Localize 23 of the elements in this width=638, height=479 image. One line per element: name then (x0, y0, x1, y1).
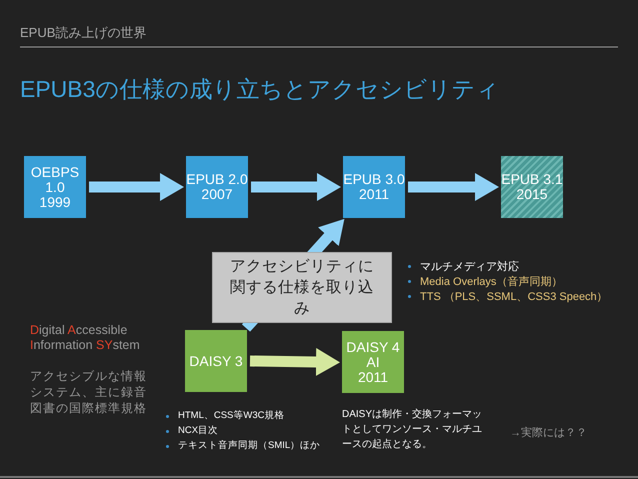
arrow (408, 173, 499, 201)
slide-title: EPUB3の仕様の成り立ちとアクセシビリティ (20, 75, 500, 104)
version-box: EPUB 3.1 2015 (501, 156, 563, 218)
version-box: OEBPS 1.0 1999 (24, 156, 86, 218)
bullet-text: NCX目次 (178, 424, 220, 437)
standard-box: DAISY 4 AI 2011 (342, 331, 404, 393)
header-text: EPUB読み上げの世界 (20, 24, 148, 42)
bullet-text: HTML、CSS等W3C規格 (178, 409, 286, 422)
standard-box: DAISY 3 (185, 330, 247, 392)
arrow (89, 173, 184, 201)
bullet-text: Media Overlays（音声同期） (420, 274, 564, 289)
note-text: →実際には？？ (510, 426, 588, 440)
note-text: DAISYは制作・交換フォーマットとしてワンソース・マルチユースの起点となる。 (342, 408, 484, 452)
arrow (251, 173, 341, 201)
bullet-text: テキスト音声同期（SMIL）ほか (178, 439, 322, 452)
arrow (250, 348, 340, 376)
edge-label: アクセシビリティに関する仕様を取り込み (212, 252, 392, 323)
description-text: アクセシブルな情報システム、主に録音図書の国際標準規格 (30, 368, 148, 416)
version-box: EPUB 3.0 2011 (343, 156, 405, 218)
bullet-text: TTS （PLS、SSML、CSS3 Speech） (420, 290, 609, 304)
bullet-text: マルチメディア対応 (420, 260, 520, 274)
version-box: EPUB 2.0 2007 (186, 156, 248, 218)
term-text: Digital Accessible Information SYstem (30, 323, 141, 353)
